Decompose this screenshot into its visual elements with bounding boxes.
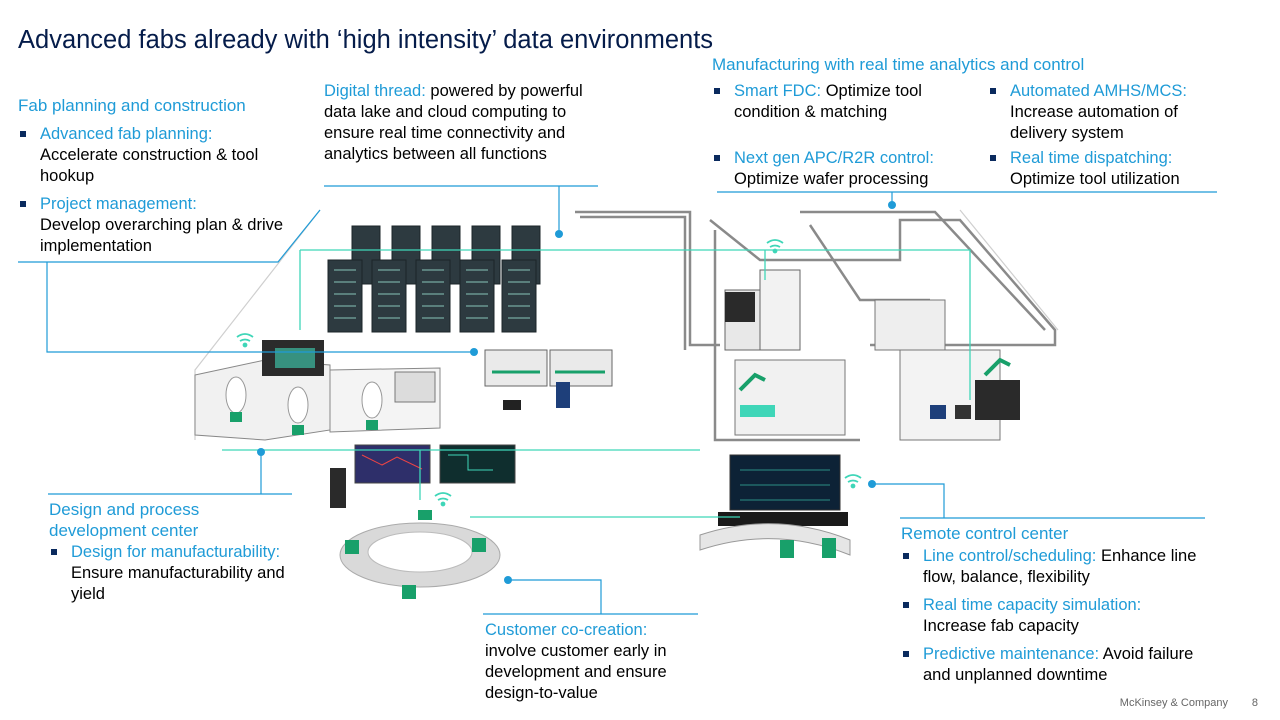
customer-heading: Customer co-creation:	[485, 621, 648, 639]
manufacturing-list-left: Smart FDC: Optimize tool condition & mat…	[712, 81, 977, 123]
callout-lines	[18, 185, 1217, 615]
manufacturing-list-right-2: Real time dispatching:Optimize tool util…	[988, 148, 1218, 190]
list-item: Real time capacity simulation:Increase f…	[901, 595, 1221, 637]
fab-tools-left	[194, 340, 441, 441]
fab-tools-right	[724, 269, 1020, 441]
design-center-heading: Design and process development center	[49, 500, 200, 540]
server-racks	[327, 225, 541, 333]
manufacturing-list-left-2: Next gen APC/R2R control:Optimize wafer …	[712, 148, 977, 190]
digital-thread-callout: Digital thread: powered by powerful data…	[324, 82, 583, 163]
remote-control-screens	[699, 454, 851, 558]
design-center-callout: Design and process development center De…	[49, 499, 294, 605]
list-item: Real time dispatching:Optimize tool util…	[988, 148, 1218, 190]
list-item: Project management:Develop overarching p…	[18, 194, 293, 257]
manufacturing-heading: Manufacturing with real time analytics a…	[712, 55, 1085, 74]
page-title: Advanced fabs already with ‘high intensi…	[18, 26, 714, 54]
list-item: Design for manufacturability: Ensure man…	[49, 542, 294, 605]
design-center-screens	[330, 444, 516, 599]
data-links	[222, 249, 971, 518]
fab-planning-heading: Fab planning and construction	[18, 96, 246, 115]
list-item: Next gen APC/R2R control:Optimize wafer …	[712, 148, 977, 190]
callout-dots	[257, 201, 896, 584]
manufacturing-callout: Manufacturing with real time analytics a…	[712, 54, 1232, 201]
remote-control-list: Line control/scheduling: Enhance line fl…	[901, 546, 1221, 686]
footer-company: McKinsey & Company	[1119, 697, 1228, 709]
list-item: Predictive maintenance: Avoid failure an…	[901, 644, 1221, 686]
manufacturing-list-right: Automated AMHS/MCS:Increase automation o…	[988, 81, 1218, 144]
list-item: Line control/scheduling: Enhance line fl…	[901, 546, 1221, 588]
list-item: Advanced fab planning:Accelerate constru…	[18, 124, 293, 187]
design-center-list: Design for manufacturability: Ensure man…	[49, 542, 294, 605]
list-item: Automated AMHS/MCS:Increase automation o…	[988, 81, 1218, 144]
customer-callout: Customer co-creation: involve customer e…	[485, 621, 667, 702]
fab-planning-callout: Fab planning and construction Advanced f…	[18, 95, 293, 257]
wifi-icons	[236, 239, 862, 507]
monitor-station	[484, 349, 613, 410]
list-item: Smart FDC: Optimize tool condition & mat…	[712, 81, 977, 123]
page-number: 8	[1251, 697, 1258, 709]
remote-control-heading: Remote control center	[901, 524, 1069, 543]
fab-planning-list: Advanced fab planning:Accelerate constru…	[18, 124, 293, 257]
remote-control-callout: Remote control center Line control/sched…	[901, 523, 1221, 686]
